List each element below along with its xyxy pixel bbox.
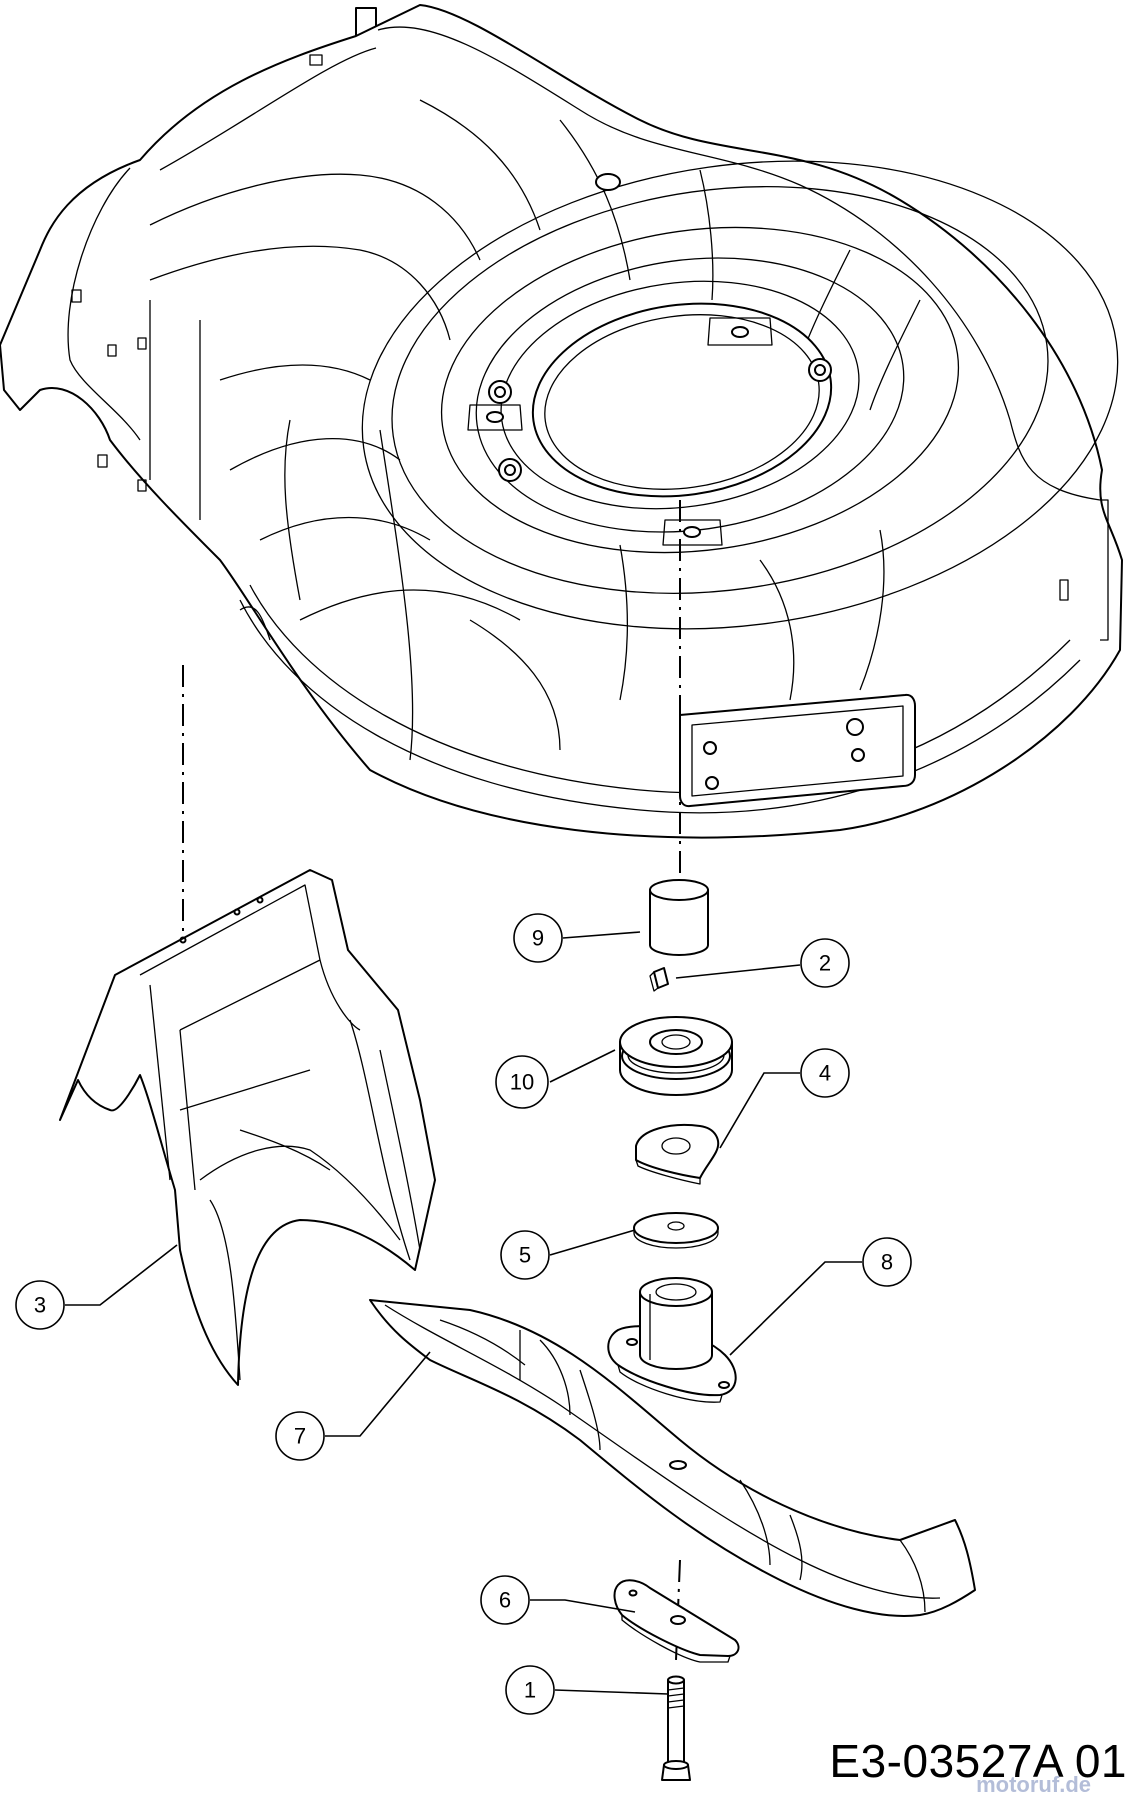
leader-9 — [562, 931, 641, 939]
part-10-pulley — [619, 1016, 733, 1096]
callout-3[interactable]: 3 — [15, 1280, 65, 1330]
part-2-key — [649, 967, 669, 992]
drawing-code: E3-03527A 01 — [829, 1735, 1127, 1787]
svg-text:8: 8 — [881, 1250, 893, 1275]
svg-text:2: 2 — [819, 951, 831, 976]
leader-8 — [729, 1261, 862, 1356]
svg-text:9: 9 — [532, 926, 544, 951]
part-9-spacer-sleeve — [649, 879, 709, 956]
watermark: motoruf.de — [976, 1772, 1091, 1797]
part-8-blade-adapter — [607, 1277, 737, 1403]
callout-2[interactable]: 2 — [800, 938, 850, 988]
callout-10[interactable]: 10 — [495, 1055, 549, 1109]
svg-text:5: 5 — [519, 1243, 531, 1268]
part-7-mower-blade — [369, 1299, 976, 1617]
svg-text:7: 7 — [294, 1424, 306, 1449]
svg-text:3: 3 — [34, 1293, 46, 1318]
leader-6 — [530, 1599, 636, 1613]
leader-3 — [65, 1244, 178, 1306]
callout-9[interactable]: 9 — [513, 913, 563, 963]
mower-deck-housing — [0, 4, 1123, 839]
callout-7[interactable]: 7 — [275, 1411, 325, 1461]
leader-5 — [549, 1229, 636, 1256]
callout-5[interactable]: 5 — [500, 1230, 550, 1280]
part-1-bolt — [661, 1675, 691, 1781]
callout-6[interactable]: 6 — [480, 1575, 530, 1625]
leader-2 — [675, 964, 801, 979]
svg-text:6: 6 — [499, 1588, 511, 1613]
part-3-mulch-insert — [59, 869, 436, 1386]
part-5-washer — [633, 1212, 719, 1249]
part-4-adapter-plate — [635, 1124, 720, 1185]
callout-8[interactable]: 8 — [862, 1237, 912, 1287]
leader-7 — [325, 1351, 431, 1437]
svg-text:1: 1 — [524, 1678, 536, 1703]
leader-4 — [719, 1072, 800, 1149]
callout-4[interactable]: 4 — [800, 1048, 850, 1098]
callout-1[interactable]: 1 — [505, 1665, 555, 1715]
leader-10 — [549, 1049, 616, 1083]
svg-text:10: 10 — [510, 1070, 534, 1095]
leader-1 — [554, 1689, 669, 1695]
svg-text:4: 4 — [819, 1061, 831, 1086]
